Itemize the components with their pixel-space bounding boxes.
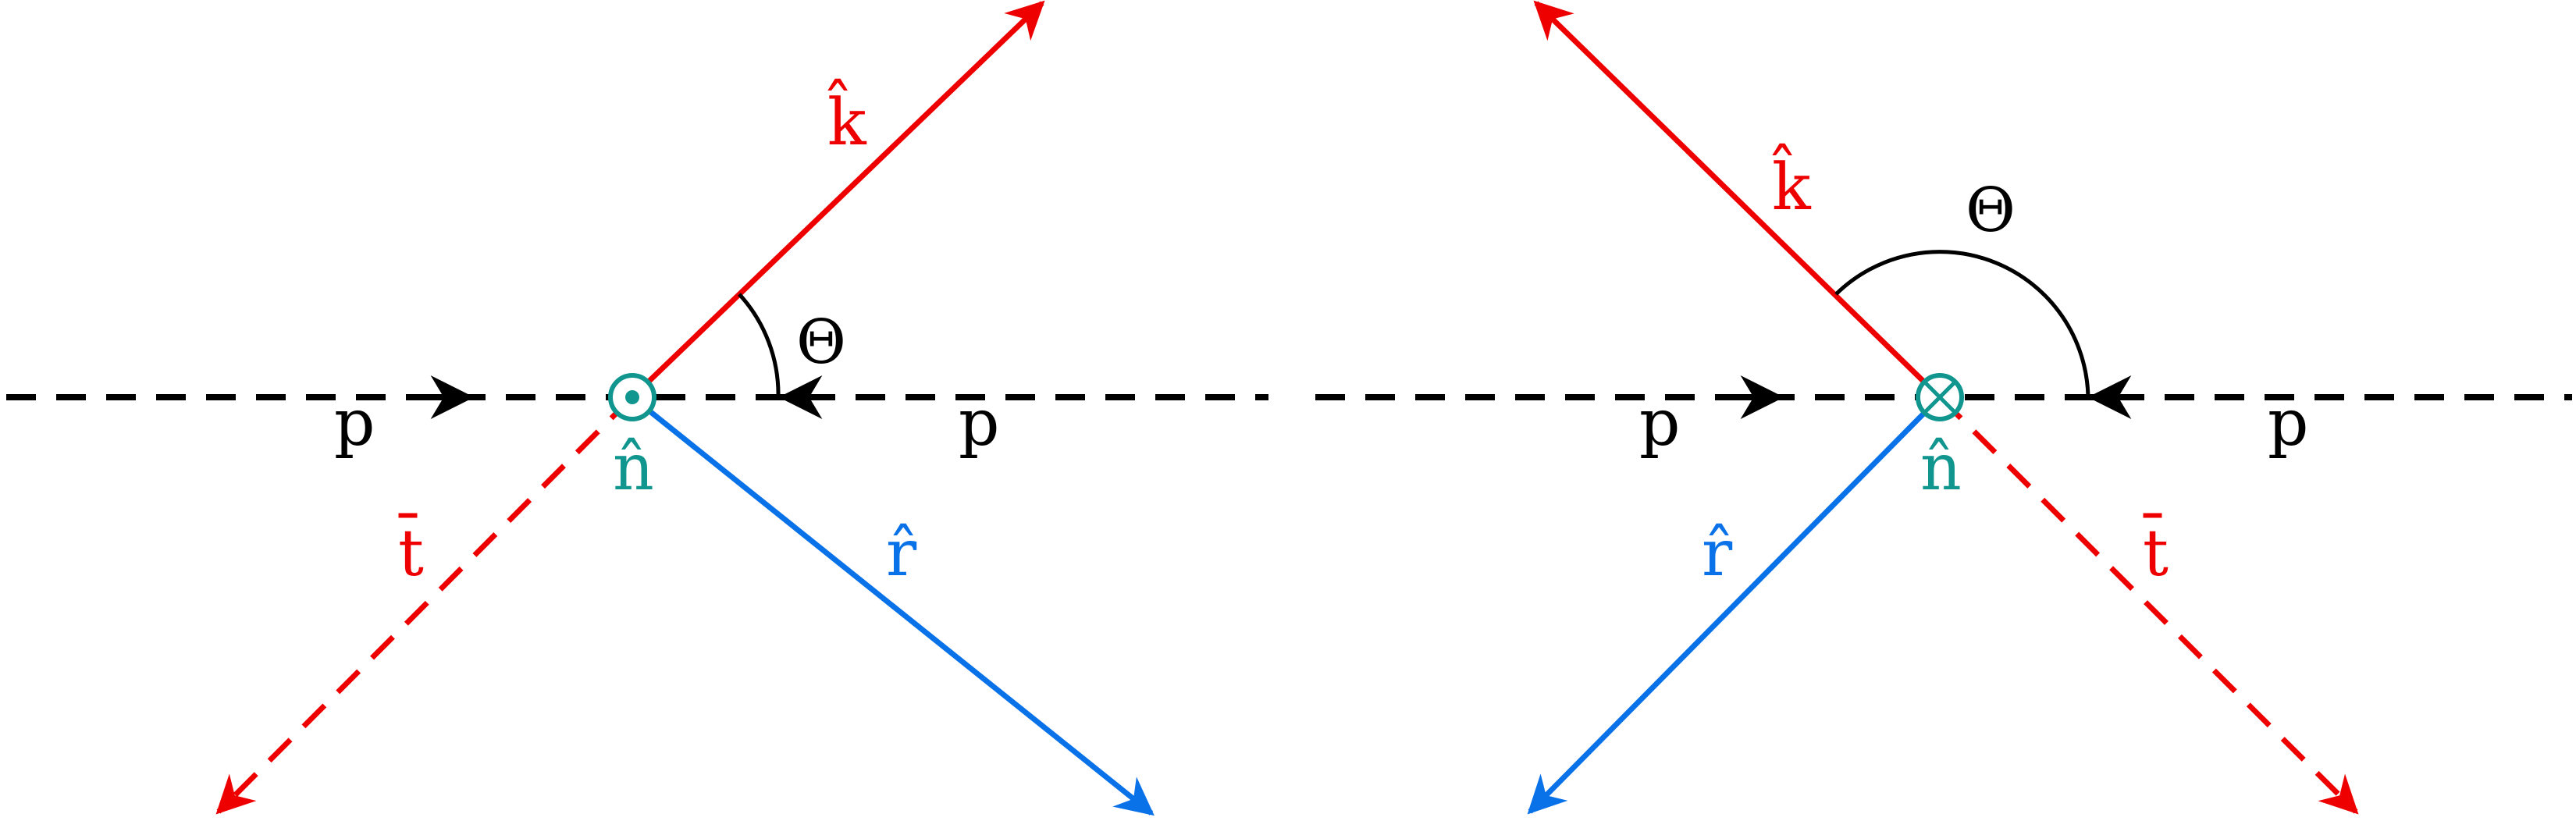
label-theta-right: Θ <box>1966 176 2016 246</box>
label-n-right: n̂ <box>1920 431 1962 505</box>
label-k-left: k̂ <box>827 79 867 160</box>
label-r-left: r̂ <box>886 517 917 591</box>
normal-cross-icon-b <box>1923 381 1956 414</box>
label-p-left-beam: p <box>1639 386 1681 460</box>
panel-left: k̂ Θ p p n̂ t̄ r̂ <box>6 0 1268 816</box>
label-p-right-beam: p <box>959 386 1000 460</box>
label-k-right: k̂ <box>1772 144 1812 225</box>
top-direction-k <box>1533 0 1942 400</box>
label-p-right-beam: p <box>2268 386 2309 460</box>
label-t-right: t̄ <box>2143 513 2169 591</box>
recoil-direction-r <box>630 395 1155 816</box>
label-r-right: r̂ <box>1702 517 1733 591</box>
theta-arc-left <box>738 293 781 398</box>
label-n-left: n̂ <box>613 431 654 505</box>
antitop-direction-t <box>1937 395 2359 815</box>
label-p-left-beam: p <box>334 386 375 460</box>
top-direction-k <box>630 0 1045 400</box>
label-theta-left: Θ <box>796 307 846 378</box>
label-t-left: t̄ <box>398 513 424 591</box>
normal-dot-icon <box>625 390 639 404</box>
recoil-direction-r <box>1527 395 1942 815</box>
theta-arc-right <box>1834 250 2090 398</box>
panel-right: k̂ Θ p p n̂ r̂ t̄ <box>1315 0 2572 815</box>
antitop-direction-t <box>215 395 635 815</box>
